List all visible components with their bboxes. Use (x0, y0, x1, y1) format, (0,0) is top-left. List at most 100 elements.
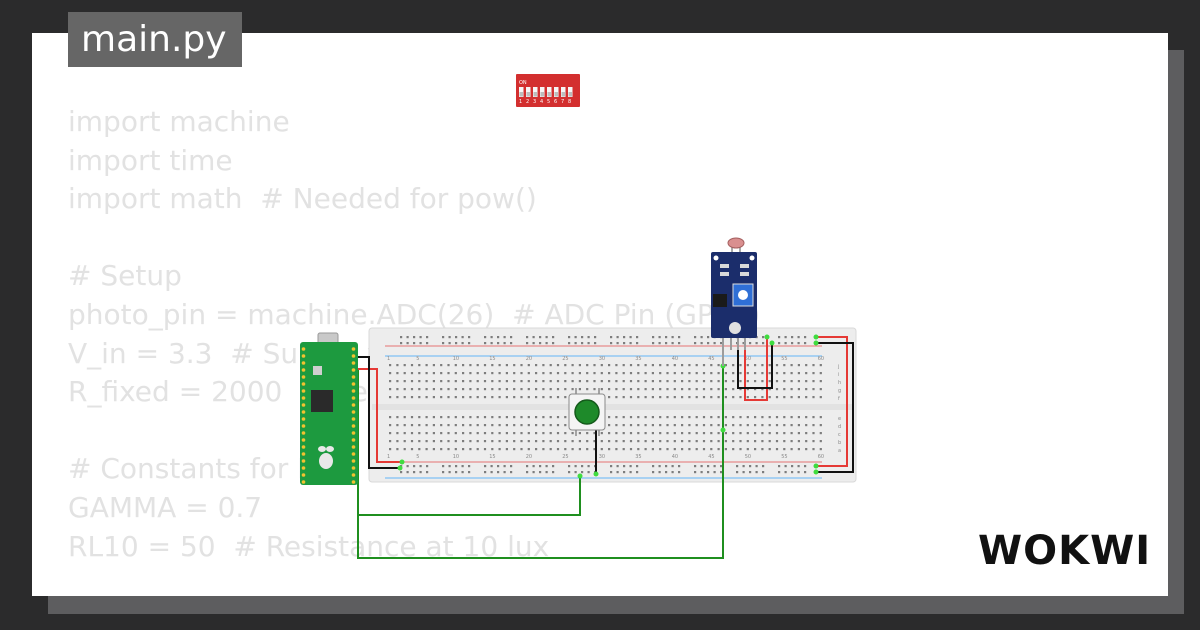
hole (629, 388, 633, 391)
hole (440, 364, 443, 367)
potentiometer-knob[interactable] (738, 290, 748, 300)
hole (527, 396, 530, 399)
dip-toggle-knob[interactable] (547, 92, 552, 97)
hole (819, 424, 822, 427)
dip-toggle-knob[interactable] (568, 92, 573, 97)
hole (768, 440, 771, 443)
hole (778, 342, 781, 345)
hole (681, 440, 684, 443)
hole (724, 380, 727, 383)
push-button[interactable] (568, 388, 606, 436)
dip-toggle-knob[interactable] (540, 92, 545, 97)
hole (542, 416, 545, 419)
dip-toggle-knob[interactable] (519, 92, 524, 97)
hole (710, 388, 713, 391)
raspberry-pi-pico[interactable] (300, 332, 358, 485)
hole (629, 424, 633, 427)
hole (389, 440, 392, 443)
hole (775, 396, 779, 399)
hole (556, 380, 560, 383)
hole (469, 364, 472, 367)
hole (746, 432, 749, 435)
hole (644, 380, 647, 383)
hole (564, 432, 567, 435)
hole (637, 448, 640, 451)
dip-toggles[interactable] (519, 87, 573, 97)
hole (498, 364, 501, 367)
hole (413, 342, 416, 345)
hole (468, 471, 471, 474)
hole (454, 388, 457, 391)
hole (713, 342, 716, 345)
hole (616, 471, 619, 474)
hole (418, 364, 421, 367)
hole (418, 416, 421, 419)
hole (419, 465, 422, 468)
dip-toggle-knob[interactable] (526, 92, 531, 97)
hole (476, 380, 479, 383)
hole (724, 424, 727, 427)
hole (749, 342, 752, 345)
hole (462, 432, 465, 435)
hole (629, 396, 633, 399)
dip-toggle-knob[interactable] (561, 92, 566, 97)
dip-toggle-knob[interactable] (533, 92, 538, 97)
hole (819, 448, 822, 451)
hole (688, 380, 691, 383)
hole (754, 424, 757, 427)
hole (505, 416, 508, 419)
hole (491, 432, 494, 435)
hole (425, 416, 428, 419)
hole (736, 465, 739, 468)
smd-component (720, 264, 729, 268)
hole (768, 432, 771, 435)
dip-switch[interactable]: ON 1 2 3 4 5 6 7 8 (516, 74, 580, 107)
hole (629, 440, 633, 443)
hole (783, 380, 786, 383)
hole (462, 372, 465, 375)
hole (578, 372, 581, 375)
button-cap[interactable] (574, 399, 600, 425)
hole (812, 432, 815, 435)
hole (636, 471, 639, 474)
hole (455, 342, 458, 345)
hole (791, 471, 794, 474)
hole (768, 364, 771, 367)
hole (425, 432, 428, 435)
hole (469, 448, 472, 451)
hole (594, 342, 597, 345)
hole (418, 432, 421, 435)
dip-toggle-knob[interactable] (554, 92, 559, 97)
hole (484, 336, 487, 339)
hole (797, 440, 800, 443)
column-number: 55 (781, 454, 787, 460)
hole (710, 364, 713, 367)
hole (418, 380, 421, 383)
hole (448, 342, 451, 345)
pico-pin (301, 410, 306, 414)
hole (535, 424, 538, 427)
hole (505, 396, 508, 399)
hole (739, 432, 742, 435)
hole (483, 380, 487, 383)
hole (571, 372, 574, 375)
hole (784, 342, 787, 345)
hole (510, 471, 513, 474)
hole (710, 440, 713, 443)
pico-pin (301, 480, 306, 484)
hole (400, 342, 403, 345)
hole (552, 471, 555, 474)
photoresistor-sensor-module[interactable] (711, 237, 757, 366)
hole (732, 388, 735, 391)
hole (666, 364, 669, 367)
hole (535, 372, 538, 375)
hole (724, 364, 727, 367)
hole (797, 336, 800, 339)
hole (673, 364, 676, 367)
hole (462, 416, 465, 419)
hole (568, 465, 571, 468)
hole (389, 448, 392, 451)
hole (797, 396, 800, 399)
hole (425, 380, 428, 383)
hole (754, 440, 757, 443)
